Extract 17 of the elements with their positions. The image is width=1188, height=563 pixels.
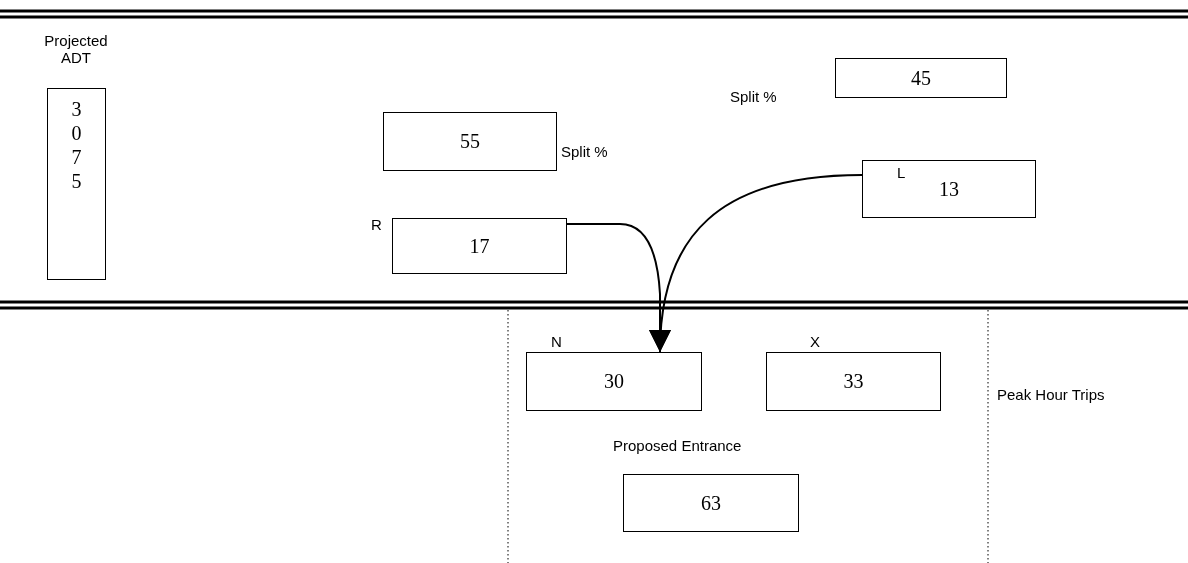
value-box: 17 xyxy=(392,218,567,274)
value-box: 33 xyxy=(766,352,941,411)
box-heading: Projected ADT xyxy=(43,32,109,66)
value-box: 30 xyxy=(526,352,702,411)
split-label: Split % xyxy=(730,88,777,105)
value-box: 63 xyxy=(623,474,799,532)
value-box: 3 0 7 5 xyxy=(47,88,106,280)
value-box: 55 xyxy=(383,112,557,171)
note-label: Peak Hour Trips xyxy=(997,386,1105,403)
box-label: R xyxy=(371,216,382,233)
split-label: Split % xyxy=(561,143,608,160)
box-label: Proposed Entrance xyxy=(613,437,742,454)
value-box: 45 xyxy=(835,58,1007,98)
box-label: L xyxy=(897,164,906,181)
flow-arrow xyxy=(650,174,863,353)
box-label: X xyxy=(810,333,820,350)
box-label: N xyxy=(551,333,562,350)
